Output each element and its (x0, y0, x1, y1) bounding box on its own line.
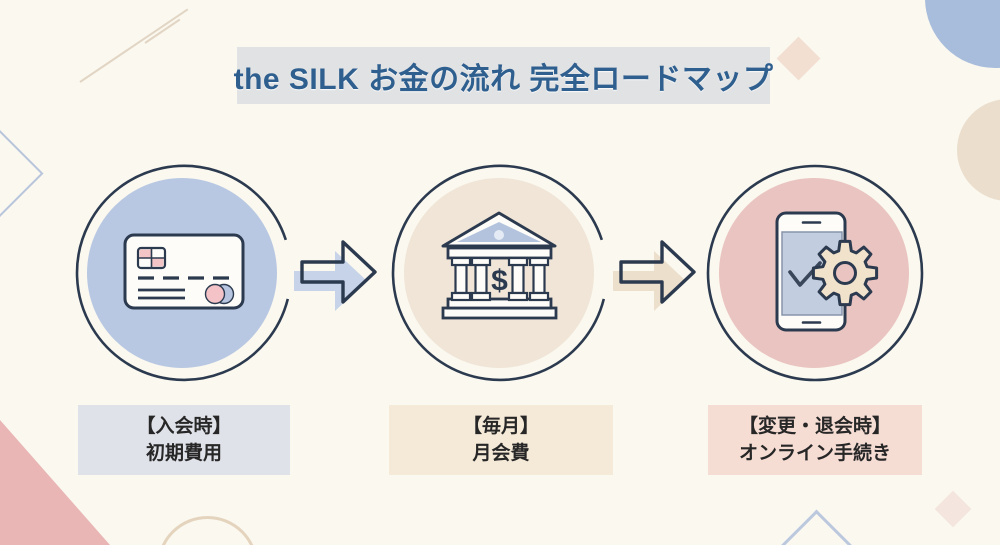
stage-circle-fill (404, 178, 594, 368)
stage-label-line1: 【変更・退会時】 (738, 416, 891, 437)
decor-diamond-bottom-right (934, 490, 972, 528)
stage-label-enrollment: 【入会時】 初期費用 (78, 405, 290, 475)
decor-diagonal-line (144, 18, 181, 44)
dollar-symbol: $ (491, 265, 508, 298)
stage-label-line1: 【毎月】 (462, 416, 539, 437)
flow-arrow-1 (294, 240, 377, 311)
gear-icon (811, 239, 879, 307)
stage-label-line1: 【入会時】 (136, 416, 232, 437)
decor-circle-outline-bottom (157, 516, 258, 545)
stage-circle-monthly: $ (391, 164, 606, 382)
bank-icon: $ (441, 211, 558, 320)
flow-arrow-2 (613, 240, 696, 311)
stage-ring (75, 164, 290, 382)
bank-columns (450, 256, 550, 302)
stage-circle-change (706, 164, 924, 382)
stage-ring (706, 164, 924, 382)
decor-circle-top-right (925, 0, 1000, 68)
credit-card-icon (123, 233, 245, 310)
title-banner: the SILK お金の流れ 完全ロードマップ (234, 47, 773, 104)
decor-circle-right (957, 99, 1000, 201)
stage-label-line2: 月会費 (472, 443, 530, 464)
arrow-outline (619, 240, 696, 304)
decor-diagonal-line (79, 8, 189, 83)
decor-chevron-left (0, 103, 44, 244)
decor-chevron-bottom-right (777, 509, 856, 545)
arrow-outline (300, 240, 377, 304)
stage-circle-enrollment (75, 164, 290, 382)
stage-label-line2: 初期費用 (145, 443, 222, 464)
page-title: the SILK お金の流れ 完全ロードマップ (233, 62, 774, 96)
stage-label-change: 【変更・退会時】 オンライン手続き (708, 405, 922, 475)
stage-label-monthly: 【毎月】 月会費 (389, 405, 613, 475)
decor-diamond-icon (776, 36, 821, 81)
stage-label-line2: オンライン手続き (738, 443, 891, 464)
stage-ring (391, 164, 606, 382)
